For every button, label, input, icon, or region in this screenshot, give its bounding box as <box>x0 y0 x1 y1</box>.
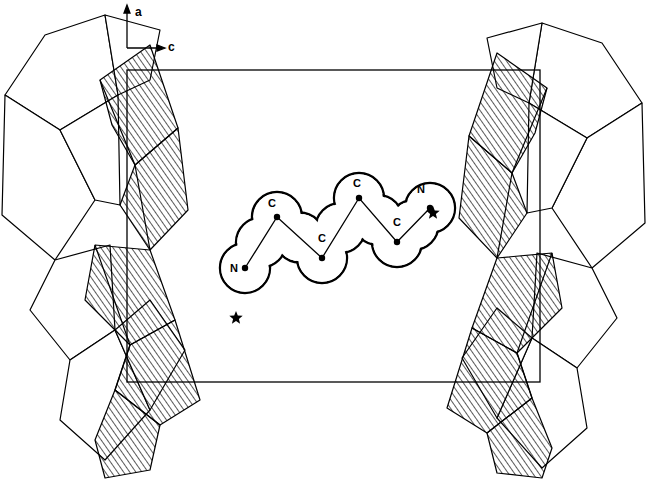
atom-label: C <box>268 198 276 209</box>
polyhedra-chain <box>447 23 645 478</box>
atom-label: C <box>353 178 361 189</box>
axis-label: a <box>135 6 142 18</box>
atom-label: N <box>417 184 425 195</box>
atom-label: C <box>393 217 401 228</box>
axis-arrows <box>124 5 165 51</box>
molecule-envelope: N C C C C N <box>200 158 462 300</box>
axis-label: c <box>168 41 175 53</box>
unit-cell <box>127 70 540 382</box>
polyhedra-chain <box>2 15 200 478</box>
star-marker <box>229 311 242 324</box>
atom-label: C <box>318 233 326 244</box>
atom-label: N <box>230 263 238 274</box>
envelope-outline <box>200 158 462 300</box>
